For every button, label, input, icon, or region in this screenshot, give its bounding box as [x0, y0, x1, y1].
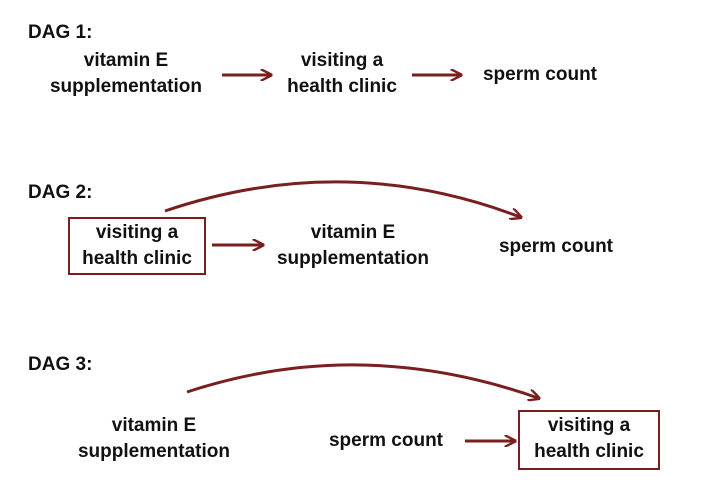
dag1-vitamin-line1: vitamin E — [83, 50, 169, 71]
dag3-node-vitamin-e: vitamin E supplementation — [66, 413, 242, 465]
dag3-node-clinic-boxed: visiting a health clinic — [518, 410, 660, 470]
dag3-vitamin-line1: vitamin E — [111, 415, 197, 436]
dag2-vitamin-line1: vitamin E — [310, 222, 396, 243]
dag2-vitamin-line2: supplementation — [276, 248, 429, 269]
dag2-clinic-line2: health clinic — [82, 248, 192, 269]
dag1-title: DAG 1: — [28, 22, 93, 43]
dag2-clinic-line1: visiting a — [95, 222, 179, 243]
dag3-clinic-line1: visiting a — [547, 415, 631, 436]
dag1-node-clinic: visiting a health clinic — [278, 48, 406, 100]
dag3-vitamin-line2: supplementation — [77, 441, 230, 462]
dag2-node-clinic-boxed: visiting a health clinic — [68, 217, 206, 275]
dag3-clinic-line2: health clinic — [534, 441, 644, 462]
dag3-title: DAG 3: — [28, 354, 93, 375]
dag2-title: DAG 2: — [28, 182, 93, 203]
dag2-node-sperm-count: sperm count — [498, 236, 614, 257]
dag3-arrow-vitamin-to-clinic — [186, 363, 538, 398]
dag1-clinic-line1: visiting a — [300, 50, 384, 71]
dag1-vitamin-line2: supplementation — [49, 76, 202, 97]
dag2-arrow-clinic-to-sperm — [164, 180, 520, 217]
dag1-node-sperm-count: sperm count — [482, 64, 598, 85]
dag3-node-sperm-count: sperm count — [328, 430, 444, 451]
dag2-node-vitamin-e: vitamin E supplementation — [265, 220, 441, 272]
dag1-clinic-line2: health clinic — [287, 76, 397, 97]
dag1-node-vitamin-e: vitamin E supplementation — [38, 48, 214, 100]
